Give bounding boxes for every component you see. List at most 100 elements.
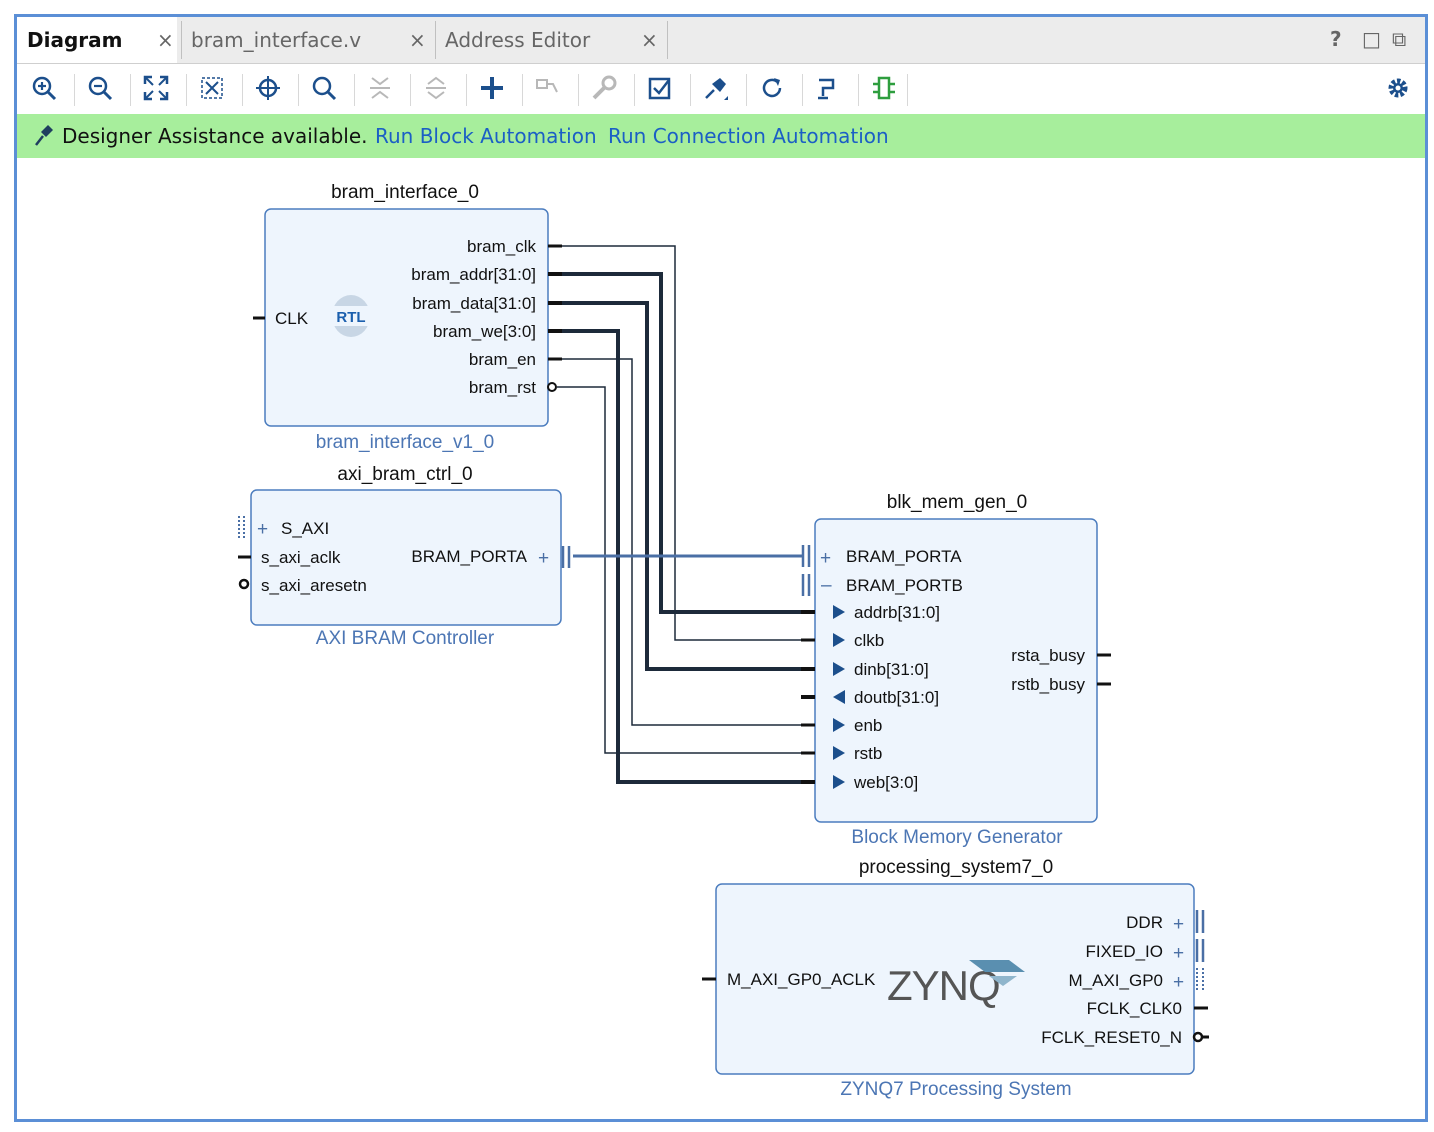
expand-plus-icon[interactable]: +: [538, 548, 549, 569]
fit-selection-icon[interactable]: [197, 74, 227, 104]
autoconnect-icon[interactable]: [701, 74, 731, 104]
input-arrow-icon: [833, 775, 845, 789]
port-bram-addr[interactable]: bram_addr[31:0]: [411, 265, 536, 284]
net-bram-en[interactable]: [556, 358, 815, 726]
expand-plus-icon[interactable]: +: [1173, 972, 1184, 993]
port-fclk-clk0[interactable]: FCLK_CLK0: [1087, 999, 1182, 1018]
zoom-in-icon[interactable]: [29, 74, 59, 104]
add-ip-icon[interactable]: [477, 74, 507, 104]
tab-divider: [435, 21, 436, 59]
run-connection-automation-link[interactable]: Run Connection Automation: [608, 124, 889, 148]
input-arrow-icon: [833, 718, 845, 732]
tab-address-editor[interactable]: Address Editor ×: [435, 17, 667, 63]
expand-plus-icon[interactable]: +: [257, 519, 268, 540]
port-fixed-io[interactable]: FIXED_IO: [1086, 942, 1163, 961]
expand-plus-icon[interactable]: +: [820, 548, 831, 569]
port-s-axi-aresetn[interactable]: s_axi_aresetn: [261, 576, 367, 595]
port-bram-portb[interactable]: BRAM_PORTB: [846, 576, 963, 595]
collapse-minus-icon[interactable]: –: [821, 575, 832, 596]
net-bram-rst[interactable]: [557, 386, 815, 754]
port-clkb[interactable]: clkb: [854, 631, 884, 650]
validate-icon[interactable]: [645, 74, 675, 104]
center-icon[interactable]: [253, 74, 283, 104]
svg-text:ZYNQ: ZYNQ: [887, 962, 1000, 1009]
port-bram-en[interactable]: bram_en: [469, 350, 536, 369]
diagram-toolbar: [17, 64, 1425, 114]
port-bram-porta[interactable]: BRAM_PORTA: [846, 547, 962, 566]
close-icon[interactable]: ×: [409, 28, 426, 52]
block-instance-name: processing_system7_0: [859, 857, 1053, 878]
net-bram-addr[interactable]: [556, 272, 815, 614]
port-bram-clk[interactable]: bram_clk: [467, 237, 536, 256]
tab-divider: [667, 21, 668, 59]
port-web[interactable]: web[3:0]: [853, 773, 918, 792]
banner-message: Designer Assistance available.: [62, 124, 368, 148]
maximize-icon[interactable]: □: [1362, 27, 1381, 51]
gear-icon[interactable]: [1383, 74, 1413, 104]
port-m-axi-gp0-aclk[interactable]: M_AXI_GP0_ACLK: [727, 970, 876, 989]
close-icon[interactable]: ×: [641, 28, 658, 52]
port-s-axi[interactable]: S_AXI: [281, 519, 329, 538]
interface-marker: [238, 516, 245, 540]
tab-label: bram_interface.v: [191, 28, 362, 52]
net-bram-data[interactable]: [556, 301, 815, 671]
zynq-logo: ZYNQ: [887, 960, 1025, 1009]
port-rsta-busy[interactable]: rsta_busy: [1011, 646, 1085, 665]
zoom-fit-icon[interactable]: [141, 74, 171, 104]
expand-plus-icon[interactable]: +: [1173, 914, 1184, 935]
expand-icon[interactable]: [421, 74, 451, 104]
tab-divider: [181, 21, 182, 59]
port-clk[interactable]: CLK: [275, 309, 309, 328]
optimize-routing-icon[interactable]: [813, 74, 843, 104]
create-port-icon[interactable]: [869, 74, 899, 104]
block-axi-bram-ctrl[interactable]: axi_bram_ctrl_0 AXI BRAM Controller + S_…: [238, 464, 571, 649]
help-icon[interactable]: ?: [1330, 27, 1342, 51]
block-type-name: ZYNQ7 Processing System: [840, 1079, 1071, 1100]
block-instance-name: bram_interface_0: [331, 182, 479, 203]
tab-label: Address Editor: [445, 28, 591, 52]
port-fclk-reset0-n[interactable]: FCLK_RESET0_N: [1041, 1028, 1182, 1047]
port-doutb[interactable]: doutb[31:0]: [854, 688, 939, 707]
block-design-canvas[interactable]: bram_interface_0 bram_interface_v1_0 RTL…: [17, 158, 1425, 1119]
port-addrb[interactable]: addrb[31:0]: [854, 603, 940, 622]
block-bram-interface[interactable]: bram_interface_0 bram_interface_v1_0 RTL…: [253, 182, 562, 453]
port-s-axi-aclk[interactable]: s_axi_aclk: [261, 548, 341, 567]
diagram-window: Diagram × bram_interface.v × Address Edi…: [14, 14, 1428, 1122]
port-bram-porta[interactable]: BRAM_PORTA: [411, 547, 527, 566]
collapse-icon[interactable]: [365, 74, 395, 104]
port-bram-data[interactable]: bram_data[31:0]: [412, 294, 536, 313]
svg-text:RTL: RTL: [336, 309, 365, 326]
output-ports: bram_clk bram_addr[31:0] bram_data[31:0]…: [411, 237, 536, 397]
input-arrow-icon: [833, 633, 845, 647]
port-rstb[interactable]: rstb: [854, 744, 882, 763]
close-icon[interactable]: ×: [157, 28, 174, 52]
port-ddr[interactable]: DDR: [1126, 913, 1163, 932]
zoom-out-icon[interactable]: [85, 74, 115, 104]
expand-plus-icon[interactable]: +: [1173, 943, 1184, 964]
block-blk-mem-gen[interactable]: blk_mem_gen_0 Block Memory Generator + B…: [801, 492, 1111, 848]
block-processing-system[interactable]: processing_system7_0 ZYNQ7 Processing Sy…: [702, 857, 1209, 1100]
make-connection-icon[interactable]: [533, 74, 563, 104]
net-bram-clk[interactable]: [556, 245, 815, 641]
block-type-name: AXI BRAM Controller: [316, 628, 495, 649]
run-block-automation-link[interactable]: Run Block Automation: [375, 124, 597, 148]
input-arrow-icon: [833, 662, 845, 676]
properties-icon[interactable]: [589, 74, 619, 104]
net-wires: [556, 245, 815, 784]
tab-diagram[interactable]: Diagram ×: [17, 17, 177, 63]
tab-bram-interface-v[interactable]: bram_interface.v ×: [181, 17, 433, 63]
port-bram-rst[interactable]: bram_rst: [469, 378, 536, 397]
input-arrow-icon: [833, 746, 845, 760]
block-instance-name: blk_mem_gen_0: [887, 492, 1027, 513]
port-rstb-busy[interactable]: rstb_busy: [1011, 675, 1085, 694]
port-dinb[interactable]: dinb[31:0]: [854, 660, 929, 679]
port-enb[interactable]: enb: [854, 716, 882, 735]
search-icon[interactable]: [309, 74, 339, 104]
regenerate-icon[interactable]: [757, 74, 787, 104]
block-instance-name: axi_bram_ctrl_0: [337, 464, 472, 485]
designer-assistance-banner: Designer Assistance available. Run Block…: [17, 114, 1425, 158]
float-icon[interactable]: ⧉: [1392, 27, 1407, 51]
port-bram-we[interactable]: bram_we[3:0]: [433, 322, 536, 341]
block-type-name: Block Memory Generator: [851, 827, 1063, 848]
port-m-axi-gp0[interactable]: M_AXI_GP0: [1069, 971, 1164, 990]
